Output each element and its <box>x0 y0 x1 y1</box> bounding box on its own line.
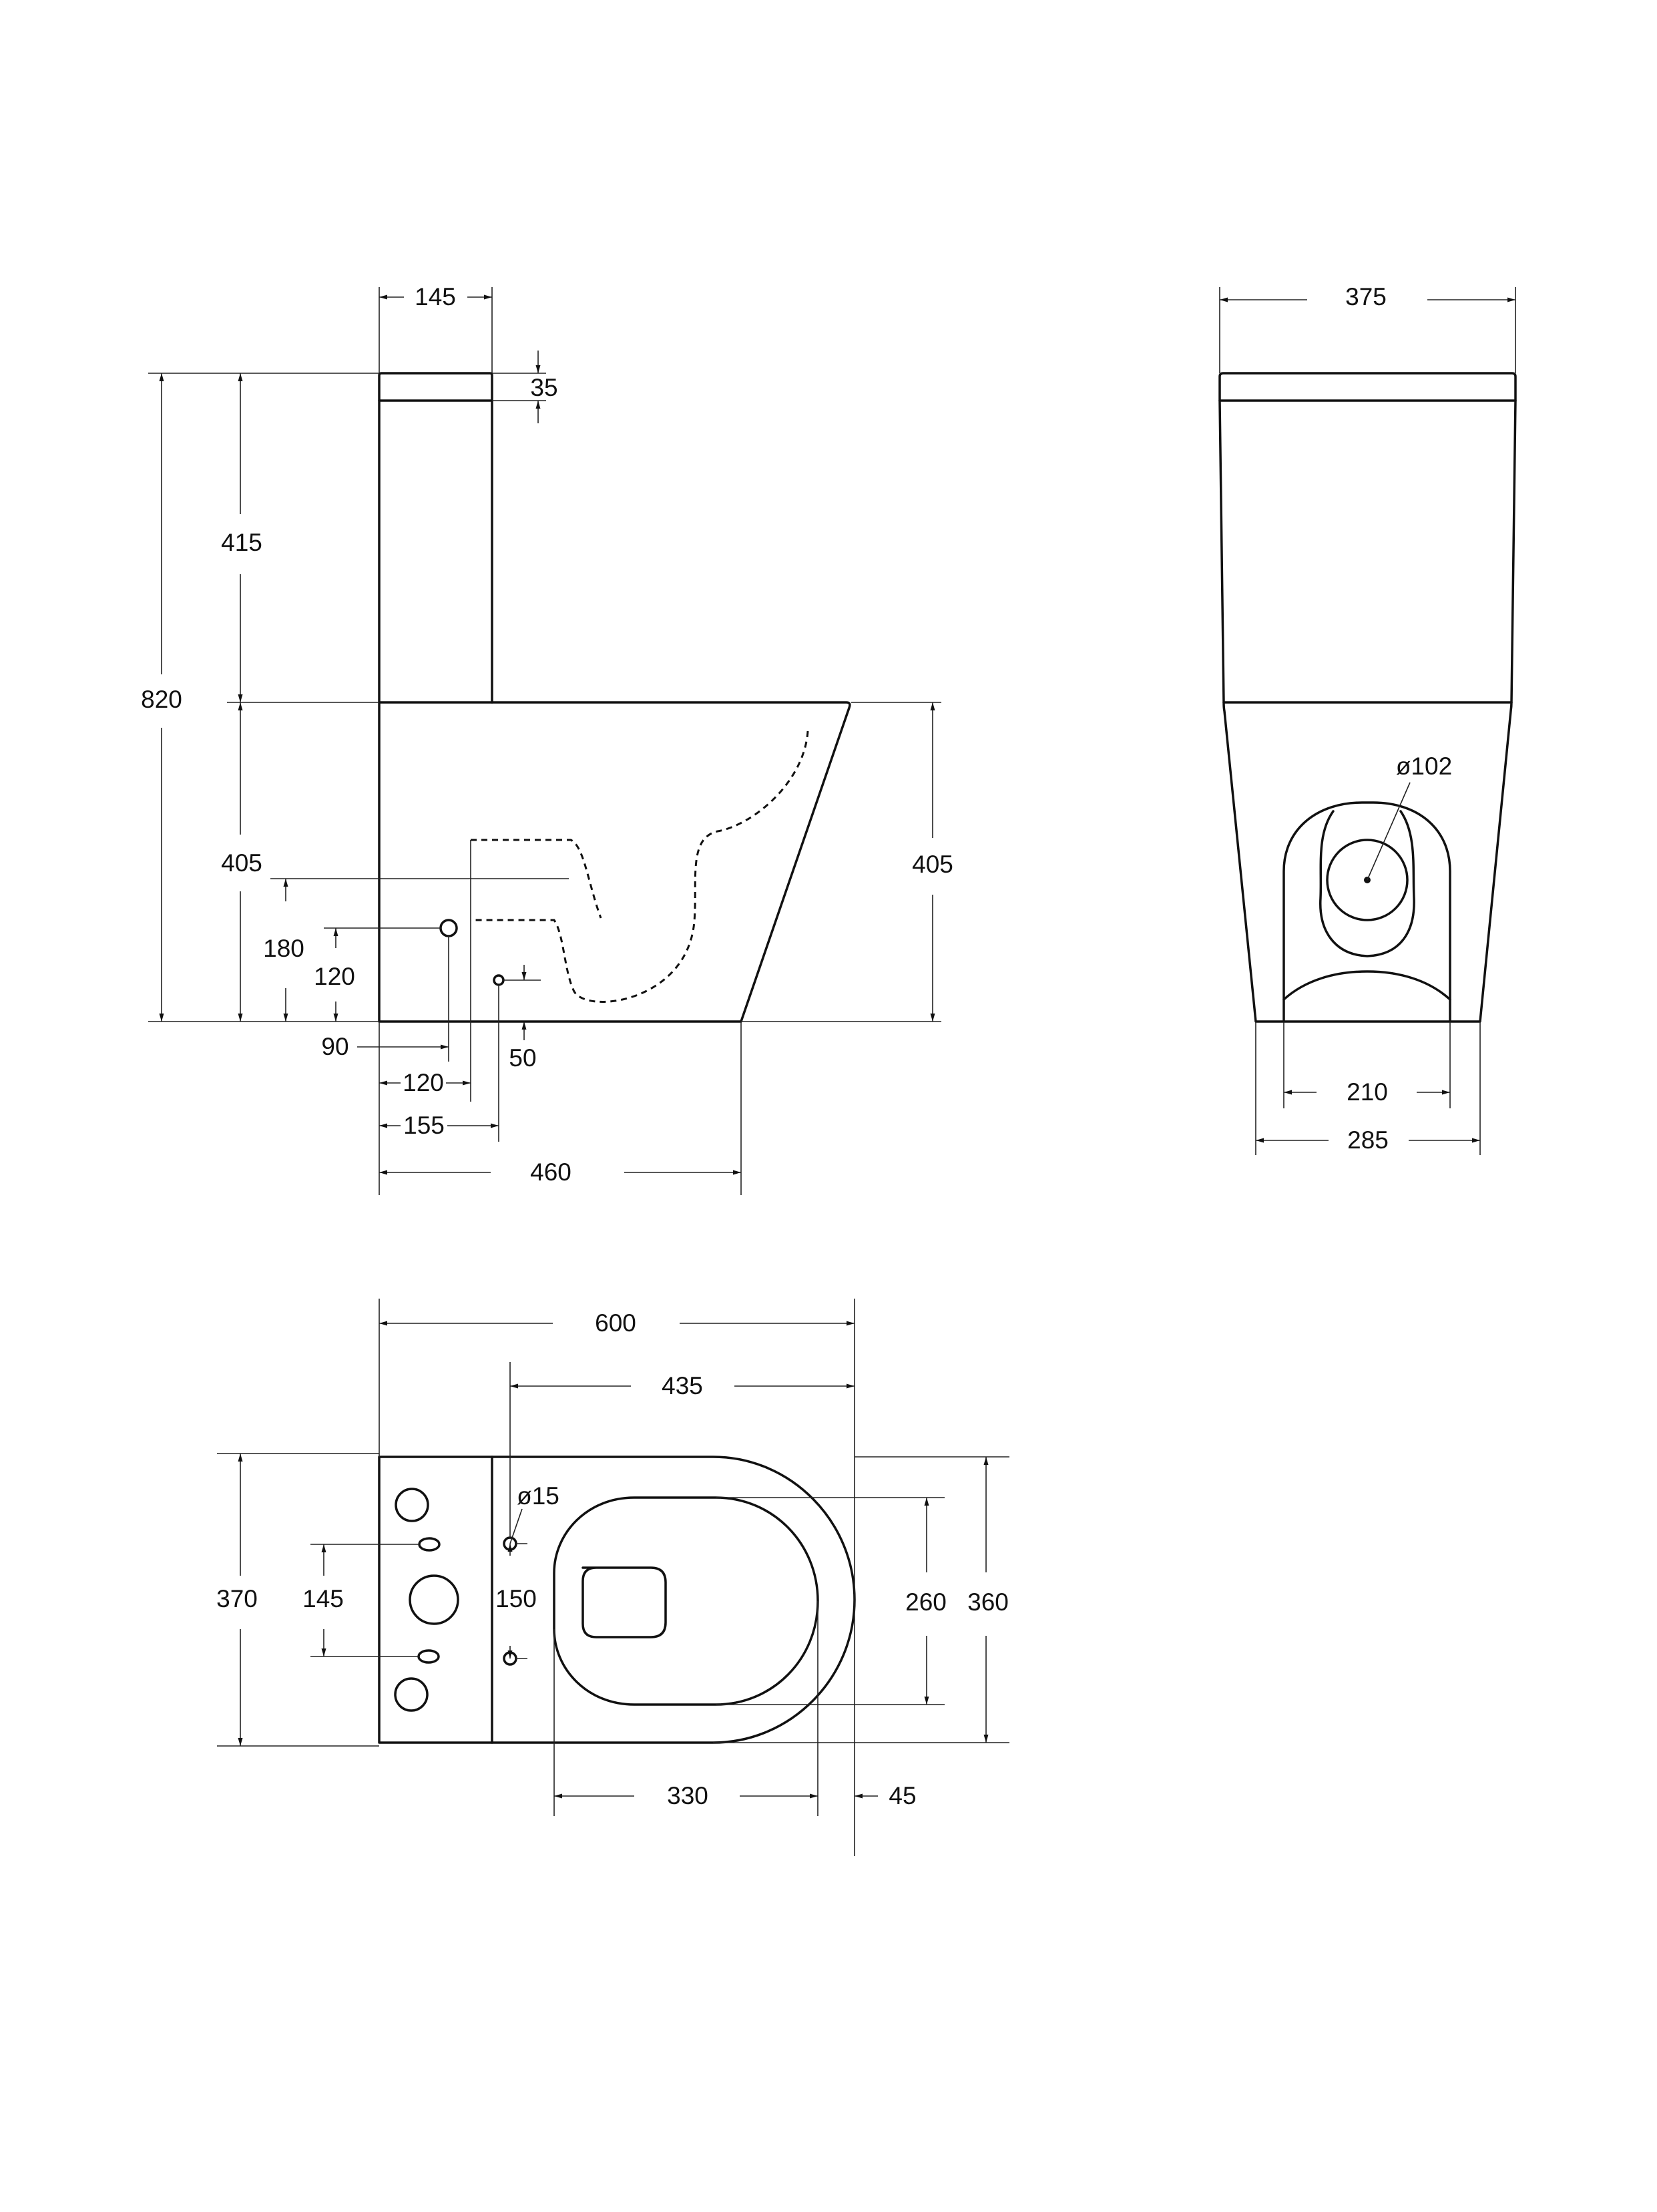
dim-inlet-height: 180 <box>263 935 304 962</box>
dim-bolt-hole-diameter: ø15 <box>517 1482 559 1510</box>
dim-top-total-length: 600 <box>595 1309 636 1337</box>
dim-tank-depth: 145 <box>415 283 456 310</box>
front-tank-lid <box>1218 372 1517 402</box>
mount-hole <box>493 974 505 986</box>
trap-dashed-upper <box>471 839 602 919</box>
tank-slot-bottom <box>417 1649 440 1664</box>
front-tank-outline <box>1218 399 1517 704</box>
tank-outline <box>378 399 493 704</box>
front-outlet-arch <box>1282 801 1451 1023</box>
top-bowl-recess <box>581 1566 667 1638</box>
dim-outlet-height: 120 <box>314 963 355 990</box>
tank-hole-top <box>395 1488 429 1522</box>
dim-mount-height: 50 <box>509 1044 536 1072</box>
top-seat-opening <box>553 1496 819 1706</box>
front-inner-curve <box>1319 810 1415 957</box>
side-view: 145 35 415 820 405 405 180 120 90 <box>141 283 953 1195</box>
dim-bowl-height-left: 405 <box>221 849 262 877</box>
dim-top-tank-width: 370 <box>216 1585 258 1612</box>
dim-tank-height: 415 <box>221 529 262 556</box>
trap-dashed-line <box>471 730 809 1003</box>
dim-bowl-width: 360 <box>967 1588 1009 1616</box>
dim-base-width: 285 <box>1347 1126 1389 1154</box>
dim-outlet-offset: 120 <box>403 1069 444 1096</box>
dim-base-inner-width: 210 <box>1347 1078 1388 1106</box>
dim-rim-overhang: 45 <box>889 1782 916 1809</box>
tank-slot-top <box>418 1537 441 1552</box>
dim-lid-height: 35 <box>530 374 557 401</box>
dim-seat-width: 260 <box>905 1588 947 1616</box>
dim-front-tank-width: 375 <box>1345 283 1387 310</box>
bowl-outline <box>378 701 851 1023</box>
dim-bowl-height-right: 405 <box>912 851 953 878</box>
dim-bolt-to-front: 435 <box>662 1372 703 1399</box>
tank-hole-bottom <box>394 1677 429 1712</box>
outlet-circle <box>1326 839 1409 921</box>
dim-inlet-offset: 90 <box>321 1033 348 1060</box>
dim-total-depth: 460 <box>530 1158 571 1186</box>
tank-lid-outline <box>378 372 493 402</box>
dim-bolt-spacing: 150 <box>495 1585 537 1612</box>
top-view: 600 435 370 145 ø15 150 260 360 330 45 <box>216 1299 1009 1856</box>
front-base-curve <box>1282 970 1451 1001</box>
dim-tank-holes-spacing: 145 <box>302 1585 344 1612</box>
dim-mount-offset: 155 <box>403 1112 445 1139</box>
front-bowl-outline <box>1222 701 1513 1023</box>
tank-hole-center <box>409 1574 459 1625</box>
dim-seat-length: 330 <box>667 1782 708 1809</box>
water-inlet-hole <box>439 919 458 937</box>
dim-outlet-diameter: ø102 <box>1396 752 1452 780</box>
dim-total-height: 820 <box>141 686 182 713</box>
front-view: ø102 375 210 285 <box>1218 283 1517 1155</box>
